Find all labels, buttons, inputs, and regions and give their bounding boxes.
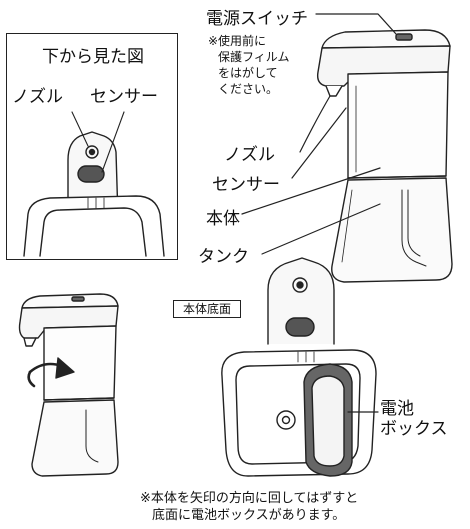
dispenser-small-illustration [18,293,119,477]
body-label: 本体 [206,209,240,229]
inset-leader-lines [71,111,125,173]
inset-nozzle-label: ノズル [12,87,63,107]
film-note-line-1: ※使用前に [208,34,267,48]
film-note-line-3: をはがして [218,66,278,80]
power-switch-label: 電源スイッチ [206,9,308,29]
battery-box-label-line-2: ボックス [380,419,448,439]
sensor-label: センサー [212,175,280,195]
film-note-line-4: ください。 [218,82,279,96]
caption-line-1: ※本体を矢印の方向に回してはずすと [140,491,359,506]
inset-sensor-label: センサー [90,87,158,107]
bottom-view-inset [6,33,178,260]
caption-line-2: 底面に電池ボックスがあります。 [152,508,346,523]
film-note-line-2: 保護フィルム [218,50,290,64]
bottom-view-tag: 本体底面 [173,300,241,318]
leader-lines-main [241,13,397,255]
battery-box-label-line-1: 電池 [380,399,414,419]
dispenser-main-illustration [316,29,453,283]
tank-label: タンク [198,247,249,267]
bottom-view-illustration [221,257,379,477]
inset-bottom-illustration [23,131,165,257]
inset-title: 下から見た図 [42,47,144,67]
nozzle-label: ノズル [224,145,275,165]
